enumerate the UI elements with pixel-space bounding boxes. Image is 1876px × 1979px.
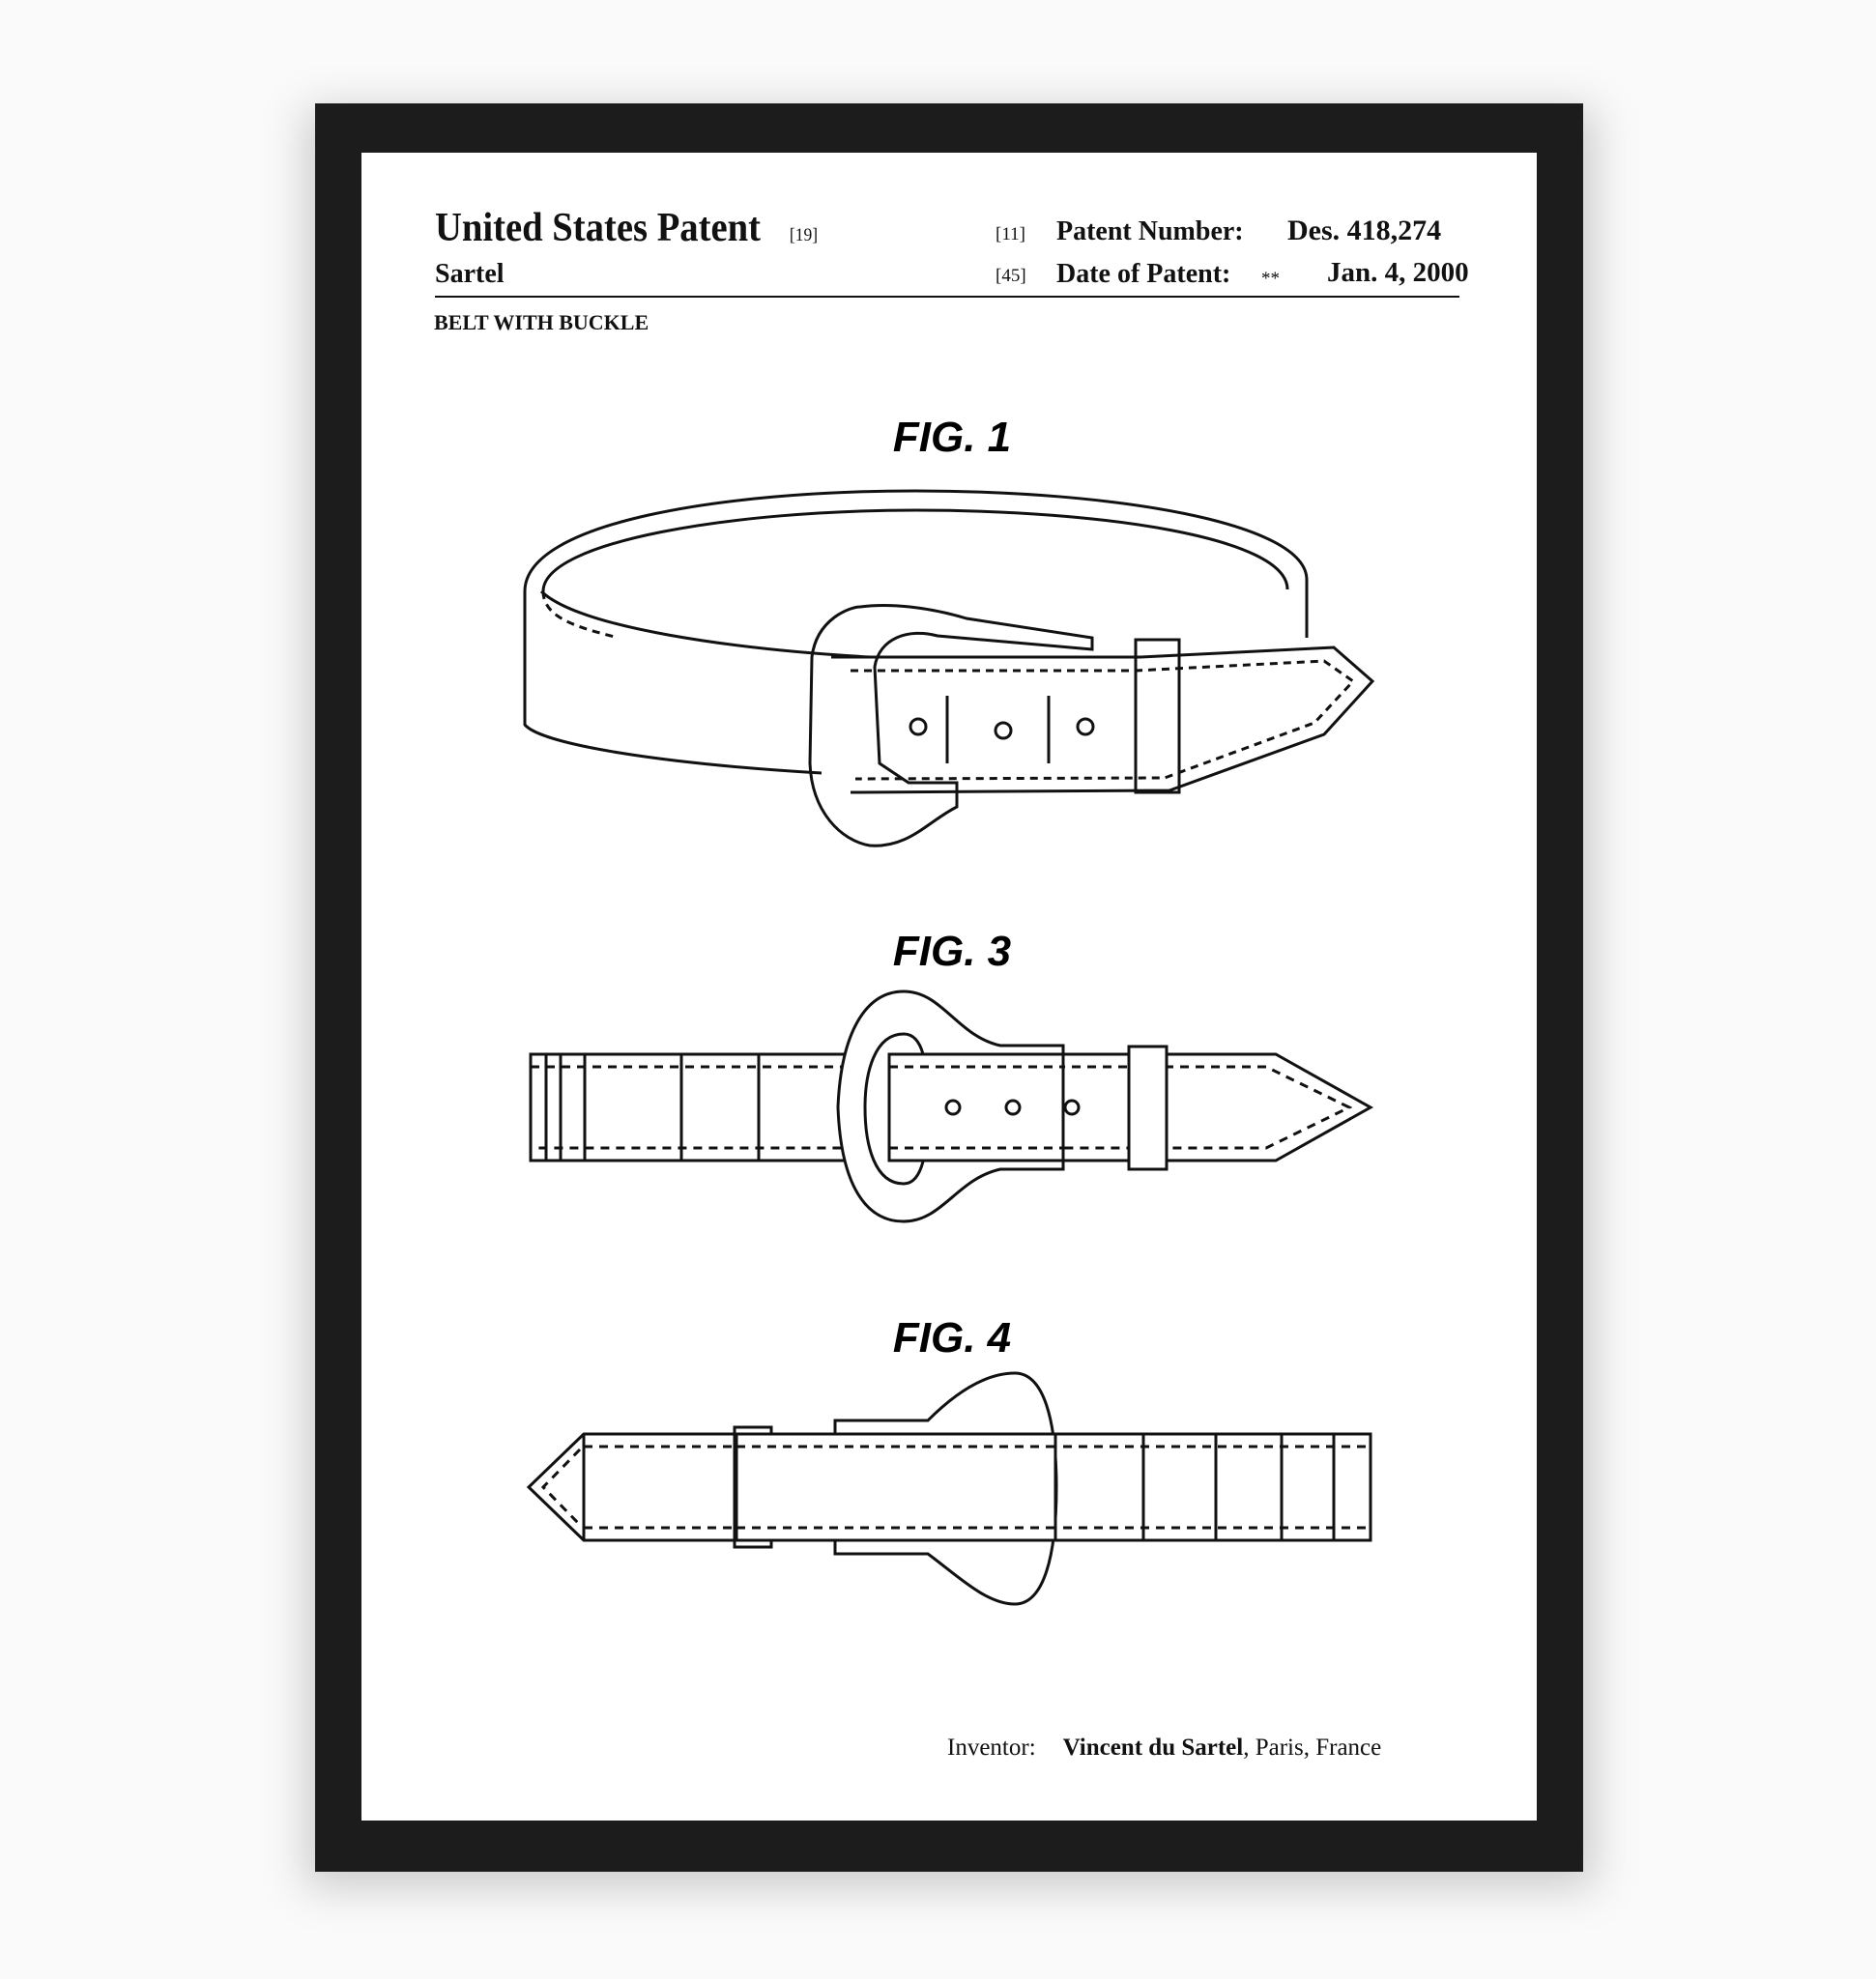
assignee: Sartel bbox=[435, 259, 505, 289]
fig-1-belt-drawing bbox=[523, 489, 1375, 847]
patent-number: Des. 418,274 bbox=[1287, 215, 1442, 246]
inventor-line: Inventor: Vincent du Sartel, Paris, Franc… bbox=[947, 1735, 1381, 1762]
patent-title: United States Patent [19] bbox=[435, 205, 818, 251]
date-label: Date of Patent: bbox=[1056, 259, 1231, 289]
date-code: [45] bbox=[996, 266, 1026, 286]
inventor-label: Inventor: bbox=[947, 1735, 1036, 1761]
fig-4-belt-drawing bbox=[526, 1371, 1372, 1606]
invention-title: BELT WITH BUCKLE bbox=[434, 310, 649, 334]
fig-3-label: FIG. 3 bbox=[892, 928, 1012, 975]
inventor-name: Vincent du Sartel bbox=[1062, 1735, 1244, 1761]
inventor-location: , Paris, France bbox=[1243, 1735, 1382, 1761]
patent-date: Jan. 4, 2000 bbox=[1327, 257, 1469, 288]
fig-1-label: FIG. 1 bbox=[892, 414, 1012, 461]
patent-number-code: [11] bbox=[996, 224, 1025, 244]
title-code: [19] bbox=[789, 225, 819, 245]
fig-4-label: FIG. 4 bbox=[892, 1314, 1012, 1362]
title-text: United States Patent bbox=[435, 206, 761, 250]
date-marker: ** bbox=[1261, 269, 1280, 289]
header-divider bbox=[435, 296, 1459, 298]
patent-number-label: Patent Number: bbox=[1056, 216, 1244, 246]
fig-3-belt-drawing bbox=[529, 990, 1374, 1223]
